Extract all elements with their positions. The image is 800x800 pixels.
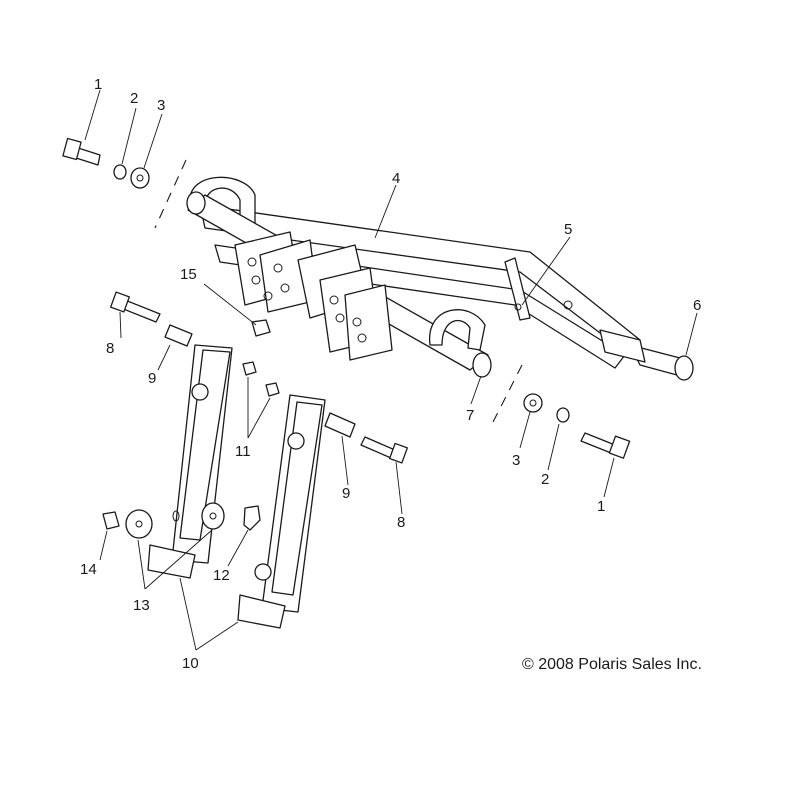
cut-line-upper [154, 159, 187, 229]
cut-line-lower [489, 364, 523, 429]
callout-2-upper: 2 [130, 90, 138, 107]
callout-3-lower: 3 [512, 452, 520, 469]
flat-washer-3-lower [523, 393, 543, 413]
bushing-9-right [324, 412, 356, 438]
callout-1-lower: 1 [597, 498, 605, 515]
bolt-1-lower [580, 432, 631, 459]
lock-washer-2-upper [113, 164, 127, 180]
callout-3-upper: 3 [157, 97, 165, 114]
callout-11: 11 [235, 443, 251, 460]
pin-12 [243, 505, 261, 531]
leader-lines [84, 89, 698, 651]
callout-1-upper: 1 [94, 76, 102, 93]
callout-14: 14 [80, 561, 97, 578]
callout-8-right: 8 [397, 514, 405, 531]
callout-5: 5 [564, 221, 572, 238]
callout-10: 10 [182, 655, 199, 672]
bolt-8-left [110, 291, 161, 323]
callout-7: 7 [466, 407, 474, 424]
washer-13-left [125, 509, 153, 539]
callout-12: 12 [213, 567, 230, 584]
washer-13-right [201, 502, 225, 530]
callout-2-lower: 2 [541, 471, 549, 488]
callout-4: 4 [392, 170, 400, 187]
bolt-1-upper [62, 137, 101, 166]
callout-8-left: 8 [106, 340, 114, 357]
nut-11-a [242, 361, 257, 376]
nut-11-b [265, 382, 280, 397]
flat-washer-3-upper [130, 167, 150, 189]
spring-link-10-left [147, 344, 233, 579]
spring-link-10-right [237, 394, 326, 629]
callout-6: 6 [693, 297, 701, 314]
lock-washer-2-lower [556, 407, 570, 423]
nut-14 [102, 511, 120, 530]
callout-numbers: 1 2 3 4 5 6 7 3 2 1 15 8 9 11 9 8 14 13 … [80, 76, 701, 672]
callout-15: 15 [180, 266, 197, 283]
callout-9-left: 9 [148, 370, 156, 387]
callout-13: 13 [133, 597, 150, 614]
bolt-8-right [360, 436, 408, 464]
copyright-notice: © 2008 Polaris Sales Inc. [522, 656, 702, 673]
front-arm-assembly [186, 176, 694, 381]
bushing-9-left [164, 324, 193, 347]
grease-fitting-15 [251, 319, 271, 337]
callout-9-right: 9 [342, 485, 350, 502]
